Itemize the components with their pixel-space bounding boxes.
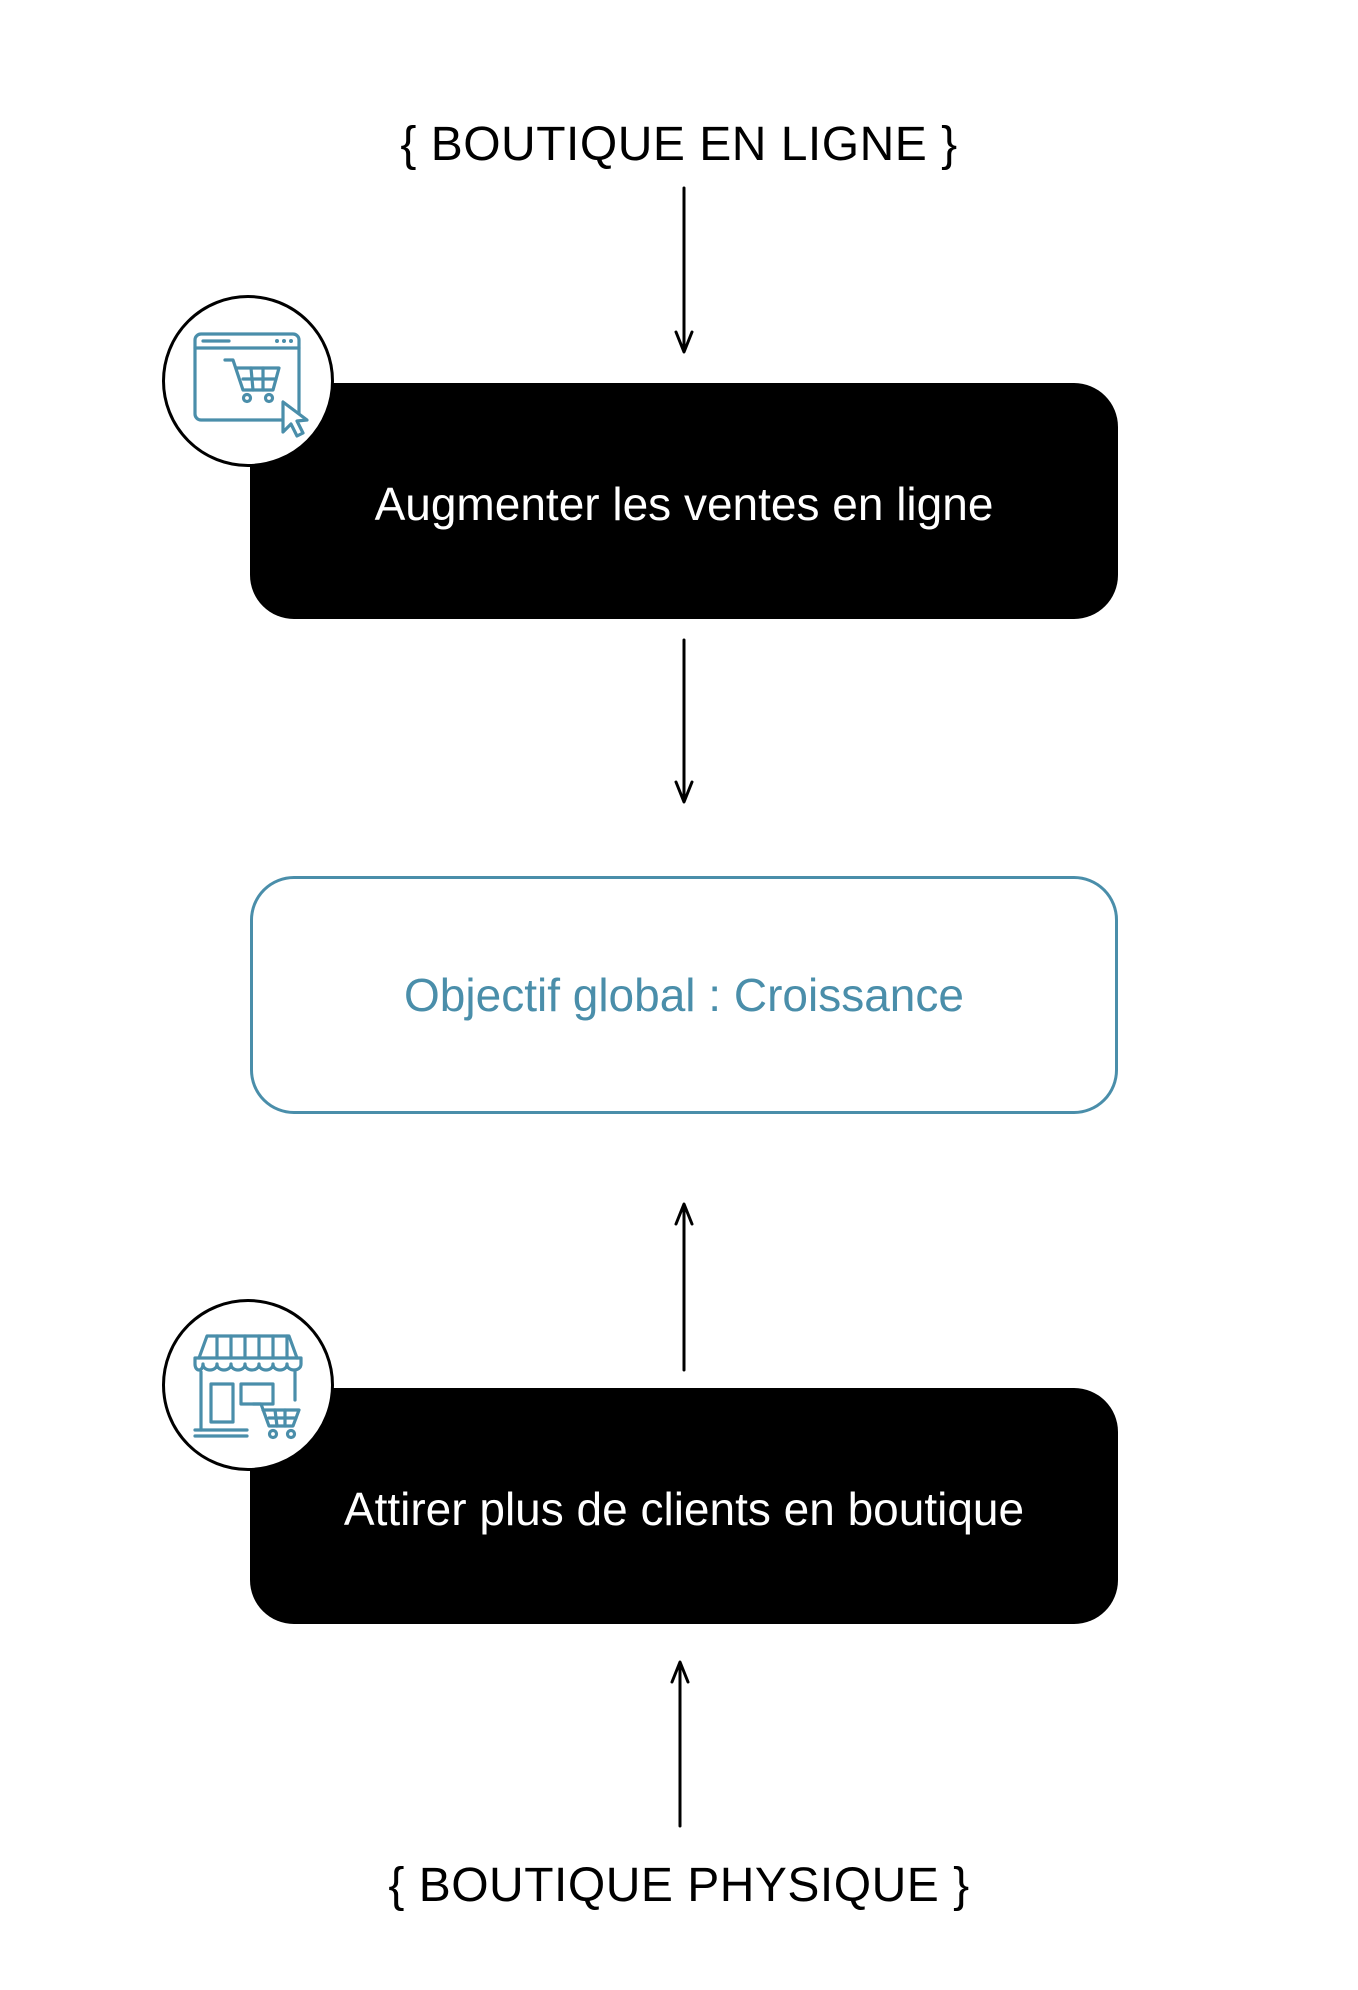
arrow-store-to-goal — [674, 1202, 694, 1372]
global-goal-label: Objectif global : Croissance — [404, 969, 964, 1021]
arrow-bottom-to-store — [670, 1660, 690, 1828]
online-sales-label: Augmenter les ventes en ligne — [374, 478, 994, 530]
online-sales-box: Augmenter les ventes en ligne — [250, 383, 1118, 619]
online-shop-cart-icon — [193, 332, 309, 438]
store-clients-label: Attirer plus de clients en boutique — [343, 1483, 1025, 1535]
bottom-label: { BOUTIQUE PHYSIQUE } — [388, 1859, 970, 1912]
online-shop-icon-badge — [162, 295, 334, 467]
physical-store-icon-badge — [162, 1299, 334, 1471]
store-clients-box: Attirer plus de clients en boutique — [250, 1388, 1118, 1624]
arrow-online-to-goal — [674, 638, 694, 804]
top-label: { BOUTIQUE EN LIGNE } — [400, 118, 958, 171]
storefront-cart-icon — [193, 1334, 303, 1440]
arrow-top-to-online — [674, 186, 694, 354]
global-goal-box: Objectif global : Croissance — [250, 876, 1118, 1114]
